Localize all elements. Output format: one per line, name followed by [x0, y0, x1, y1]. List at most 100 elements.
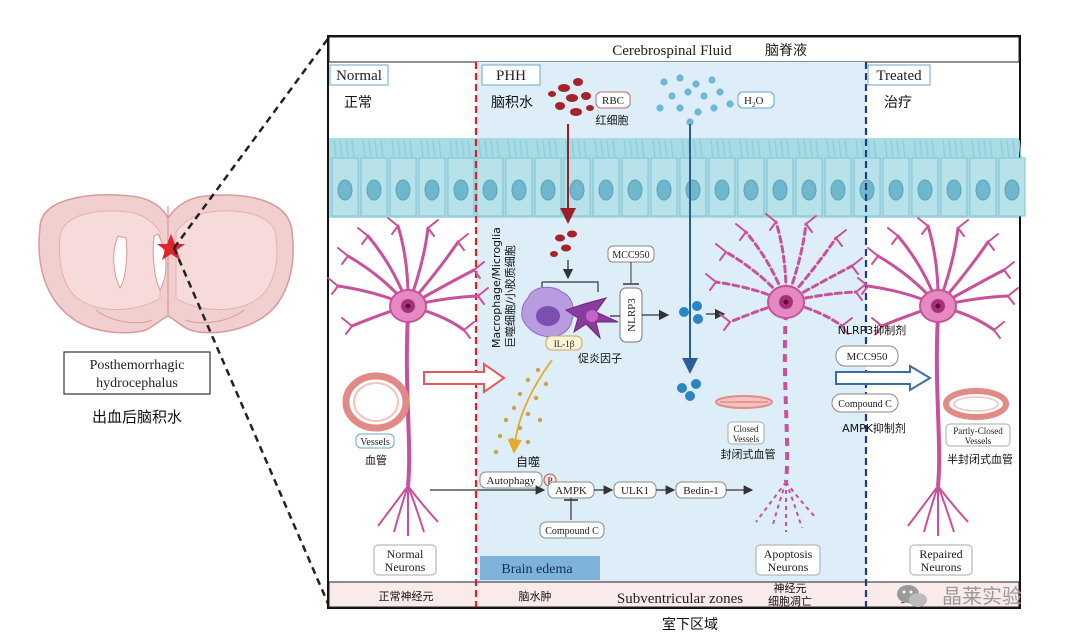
ependymal-cell — [447, 139, 475, 217]
inflam-label-zh: 促炎因子 — [578, 351, 622, 365]
il1b-label: IL-1β — [554, 339, 575, 349]
ependymal-layer — [329, 138, 1026, 218]
phh-label-zh: 脑积水 — [491, 95, 533, 111]
ependymal-cell — [969, 139, 997, 217]
ependymal-cell — [476, 139, 504, 217]
lesion-star-icon — [157, 234, 185, 260]
partly-closed-label-zh: 半封闭式血管 — [947, 452, 1013, 466]
ependymal-cell — [882, 139, 910, 217]
apoptosis-neurons-box — [755, 544, 821, 576]
phospho-label: P — [547, 476, 552, 486]
apoptosis-neuron-icon — [705, 213, 867, 532]
h2o-label: H2O — [744, 95, 763, 109]
ependymal-cell — [737, 139, 765, 217]
watermark-text: 晶莱实验 — [942, 584, 1022, 608]
normal-label-zh: 正常 — [344, 95, 372, 111]
autophagy-label-zh: 自噬 — [516, 454, 540, 469]
rbc-cluster-icon — [548, 78, 594, 116]
repaired-neurons-l1: Repaired — [919, 547, 962, 561]
brain-edema-label: Brain edema — [501, 562, 573, 577]
csf-title-en: Cerebrospinal Fluid — [612, 43, 732, 59]
repaired-neurons-box — [909, 544, 973, 576]
ependymal-cell — [766, 139, 794, 217]
microglia-icon — [564, 297, 619, 340]
normal-neurons-zh: 正常神经元 — [379, 589, 434, 603]
ependymal-cell — [708, 139, 736, 217]
treatment-arrow — [835, 364, 932, 392]
ampk-inhibitor-label-zh: AMPK抑制剂 — [842, 421, 906, 435]
nlrp3-inhibitor-label-zh: NLRP3抑制剂 — [838, 323, 907, 337]
treated-label: Treated — [876, 68, 922, 84]
closed-vessels-label-l1: Closed — [733, 424, 759, 434]
normal-neurons-l2: Neurons — [385, 560, 426, 574]
vessel-normal-icon — [342, 372, 410, 432]
repaired-neurons-l2: Neurons — [921, 560, 962, 574]
autophagy-box — [479, 471, 543, 489]
vessels-label: Vessels — [360, 437, 390, 448]
brain-edema-box — [480, 556, 600, 580]
ependymal-cell — [418, 139, 446, 217]
autophagy-label: Autophagy — [487, 475, 536, 487]
apoptosis-neurons-l2: Neurons — [768, 560, 809, 574]
ependymal-cell — [360, 139, 388, 217]
macrophage-icon — [521, 286, 575, 338]
svz-label-zh: 室下区域 — [662, 616, 718, 633]
water-accum-lower-icon — [677, 379, 701, 401]
rbc-label-zh: 红细胞 — [596, 114, 629, 127]
h2o-label-box — [737, 91, 775, 109]
caption-zh: 出血后脑积水 — [92, 408, 182, 426]
vessel-closed-icon — [715, 395, 773, 409]
ependymal-cell — [940, 139, 968, 217]
ampk-label: AMPK — [555, 485, 587, 497]
ependymal-cell — [998, 139, 1026, 217]
brain-section-illustration — [38, 194, 294, 334]
partly-closed-label-l2: Vessels — [965, 436, 992, 446]
ependymal-cell — [650, 139, 678, 217]
mcc950-right-box — [835, 345, 899, 367]
caption-en-line1: Posthemorrhagic — [90, 358, 185, 373]
nlrp3-label: NLRP3 — [626, 298, 638, 332]
csf-title-zh: 脑脊液 — [765, 43, 807, 59]
partly-closed-box — [945, 423, 1011, 447]
vessels-label-zh: 血管 — [365, 453, 387, 467]
rbc-label: RBC — [602, 95, 624, 107]
closed-vessels-label-l2: Vessels — [733, 434, 760, 444]
ulk1-label: ULK1 — [621, 485, 649, 497]
normal-label-box — [329, 64, 389, 86]
water-droplets-icon — [656, 74, 734, 126]
ependymal-cell — [621, 139, 649, 217]
treated-label-zh: 治疗 — [884, 95, 912, 111]
ependymal-cell — [911, 139, 939, 217]
normal-neurons-box — [373, 544, 437, 576]
bedin-label: Bedin-1 — [683, 485, 718, 497]
normal-label: Normal — [336, 68, 382, 84]
mcc950-right-label: MCC950 — [847, 351, 888, 363]
wechat-watermark-icon — [897, 585, 927, 607]
treated-label-box — [867, 64, 931, 86]
water-accum-upper-icon — [679, 301, 703, 324]
normal-neuron-icon — [327, 217, 489, 536]
macrophage-label-en: Macrophage/Microglia — [490, 227, 503, 348]
ependymal-cell — [534, 139, 562, 217]
apoptosis-zh-l2: 细胞凋亡 — [768, 594, 812, 608]
phh-label-box — [481, 64, 541, 86]
partly-closed-label-l1: Partly-Closed — [953, 426, 1003, 436]
repaired-neuron-icon — [857, 217, 1019, 536]
il1b-box — [545, 335, 583, 351]
vessels-label-box — [355, 433, 395, 449]
caption-box — [63, 351, 211, 395]
rbc-infiltrate-icon — [550, 230, 577, 257]
progression-arrow — [423, 362, 506, 394]
phh-label: PHH — [496, 68, 526, 84]
ependymal-cell — [389, 139, 417, 217]
zoom-line-top — [172, 35, 332, 249]
apoptosis-neurons-l1: Apoptosis — [764, 547, 813, 561]
apoptosis-zh-l1: 神经元 — [774, 581, 807, 595]
compound-c-right-box — [831, 393, 899, 413]
cytokine-to-autophagy-arrow — [507, 359, 553, 454]
mcc950-top-label: MCC950 — [612, 250, 649, 261]
caption-en-line2: hydrocephalus — [96, 376, 178, 391]
ependymal-cell — [592, 139, 620, 217]
macrophage-label-zh: 巨噬细胞/小胶质细胞 — [503, 245, 517, 348]
ependymal-cell — [795, 139, 823, 217]
